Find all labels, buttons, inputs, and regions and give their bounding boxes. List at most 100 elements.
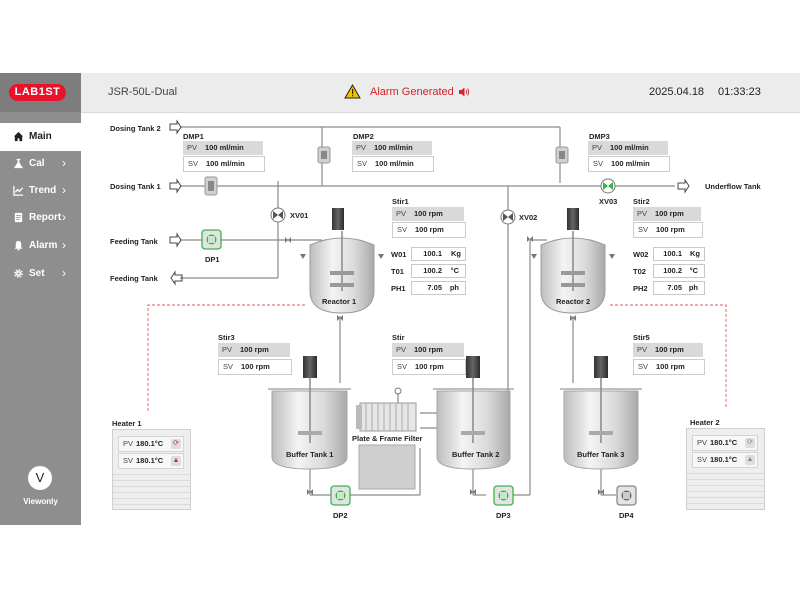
heater-1-panel[interactable]: PV 180.1°C ⟳ SV 180.1°C ▲ — [112, 429, 191, 510]
speaker-icon[interactable] — [458, 87, 470, 97]
buffer-tank-3-vessel[interactable] — [560, 356, 642, 470]
t02-value: 100.2 — [663, 266, 682, 275]
ph1-value-box: 7.05 ph — [411, 281, 466, 295]
plate-frame-filter[interactable] — [356, 387, 417, 490]
sv-key: SV — [397, 225, 408, 234]
dmp3-sv-row[interactable]: SV 100 ml/min — [588, 156, 670, 172]
sv-key: SV — [638, 362, 649, 371]
inline-valves — [285, 236, 604, 495]
sidebar-item-label: Trend — [29, 185, 57, 196]
w01-unit: Kg — [451, 249, 461, 258]
stir-sv-row[interactable]: SV 100 rpm — [392, 359, 466, 375]
sidebar-item-label: Set — [29, 268, 45, 279]
pv-key: PV — [637, 345, 648, 354]
stir5-sv-row[interactable]: SV 100 rpm — [633, 359, 705, 375]
sv-key: SV — [123, 456, 134, 465]
reactor-2-vessel[interactable] — [531, 208, 615, 314]
ph1-label: PH1 — [391, 284, 406, 293]
pv-key: PV — [637, 209, 648, 218]
dp3-pump-icon[interactable] — [493, 485, 514, 506]
pv-key: PV — [697, 438, 708, 447]
dmp1-label: DMP1 — [183, 132, 204, 141]
heater-2-sv-value: 180.1°C — [710, 455, 738, 464]
heater-1-sv-row[interactable]: SV 180.1°C ▲ — [118, 453, 184, 469]
w02-value-box: 100.1 Kg — [653, 247, 705, 261]
reactor-1-vessel[interactable] — [300, 208, 384, 314]
sidebar-item-set[interactable]: Set › — [0, 260, 81, 288]
dp2-label: DP2 — [333, 511, 348, 520]
brand-logo: LAB1ST — [9, 84, 66, 101]
stir-pv-value: 100 rpm — [414, 345, 443, 354]
viewonly-avatar[interactable]: V — [28, 466, 52, 490]
stir2-sv-row[interactable]: SV 100 rpm — [633, 222, 703, 238]
t01-value-box: 100.2 °C — [411, 264, 466, 278]
date-display: 2025.04.18 — [649, 86, 705, 98]
stir2-pv-row: PV 100 rpm — [633, 207, 701, 221]
feeding-tank-in-label: Feeding Tank — [110, 237, 158, 246]
sv-key: SV — [638, 225, 649, 234]
flow-arrows — [169, 119, 690, 286]
stir-label: Stir — [392, 333, 405, 342]
sidebar-item-alarm[interactable]: Alarm › — [0, 232, 81, 260]
stir1-pv-row: PV 100 rpm — [392, 207, 464, 221]
pv-key: PV — [396, 209, 407, 218]
stir5-label: Stir5 — [633, 333, 650, 342]
buffer-tank-1-vessel[interactable] — [268, 356, 351, 470]
dp4-pump-icon[interactable] — [616, 485, 637, 506]
dmp3-sv-value: 100 ml/min — [611, 159, 650, 168]
buffer-tank-2-label: Buffer Tank 2 — [452, 450, 500, 459]
heater-2-pv-value: 180.1°C — [710, 438, 738, 447]
sidebar-item-cal[interactable]: Cal › — [0, 150, 81, 178]
heater-1-pv-row: PV 180.1°C ⟳ — [118, 436, 184, 452]
sv-key: SV — [357, 159, 368, 168]
w01-label: W01 — [391, 250, 407, 259]
chevron-right-icon: › — [62, 183, 66, 197]
sidebar-item-main[interactable]: Main — [0, 123, 81, 151]
stir1-sv-row[interactable]: SV 100 rpm — [392, 222, 466, 238]
ph2-value: 7.05 — [667, 283, 682, 292]
ph2-label: PH2 — [633, 284, 648, 293]
process-diagram — [147, 119, 727, 506]
pv-key: PV — [187, 143, 198, 152]
report-icon — [14, 212, 23, 223]
stir1-sv-value: 100 rpm — [415, 225, 444, 234]
flask-icon — [13, 158, 24, 169]
xv01-valve-icon[interactable] — [270, 207, 286, 223]
heater-1-sv-value: 180.1°C — [136, 456, 164, 465]
dmp1-pv-row: PV 100 ml/min — [183, 141, 263, 155]
sidebar-item-report[interactable]: Report › — [0, 204, 81, 232]
reactor-2-label: Reactor 2 — [556, 297, 591, 306]
refresh-icon[interactable]: ⟳ — [171, 439, 181, 449]
alarm-status[interactable]: Alarm Generated — [370, 86, 454, 98]
refresh-icon[interactable]: ⟳ — [745, 438, 755, 448]
flame-icon[interactable]: ▲ — [171, 456, 181, 466]
xv01-label: XV01 — [290, 211, 309, 220]
sidebar-item-trend[interactable]: Trend › — [0, 177, 81, 205]
xv02-valve-icon[interactable] — [500, 209, 516, 225]
stir5-sv-value: 100 rpm — [656, 362, 685, 371]
ph2-value-box: 7.05 ph — [653, 281, 705, 295]
dp2-pump-icon[interactable] — [330, 485, 351, 506]
t02-unit: °C — [689, 266, 698, 275]
dmp1-pump-icon[interactable] — [204, 176, 218, 196]
dmp2-sv-row[interactable]: SV 100 ml/min — [352, 156, 434, 172]
heater-1-pv-value: 180.1°C — [136, 439, 164, 448]
dmp1-sv-row[interactable]: SV 100 ml/min — [183, 156, 265, 172]
stir1-label: Stir1 — [392, 197, 409, 206]
heater-2-panel[interactable]: PV 180.1°C ⟳ SV 180.1°C ▲ — [686, 428, 765, 510]
dp1-pump-icon[interactable] — [201, 229, 222, 250]
dmp2-label: DMP2 — [353, 132, 374, 141]
flame-icon[interactable]: ▲ — [745, 455, 755, 465]
dmp1-pv-value: 100 ml/min — [205, 143, 244, 152]
xv03-valve-icon[interactable] — [600, 178, 616, 194]
heater-2-sv-row[interactable]: SV 180.1°C ▲ — [692, 452, 758, 468]
stir3-sv-row[interactable]: SV 100 rpm — [218, 359, 292, 375]
dp1-label: DP1 — [205, 255, 220, 264]
stir3-pv-row: PV 100 rpm — [218, 343, 290, 357]
stir-pv-row: PV 100 rpm — [392, 343, 464, 357]
sidebar-item-label: Alarm — [29, 240, 58, 251]
w02-value: 100.1 — [663, 249, 682, 258]
dmp3-pump-icon[interactable] — [555, 146, 569, 164]
dmp2-pump-icon[interactable] — [317, 146, 331, 164]
buffer-tank-2-vessel[interactable] — [433, 356, 514, 470]
